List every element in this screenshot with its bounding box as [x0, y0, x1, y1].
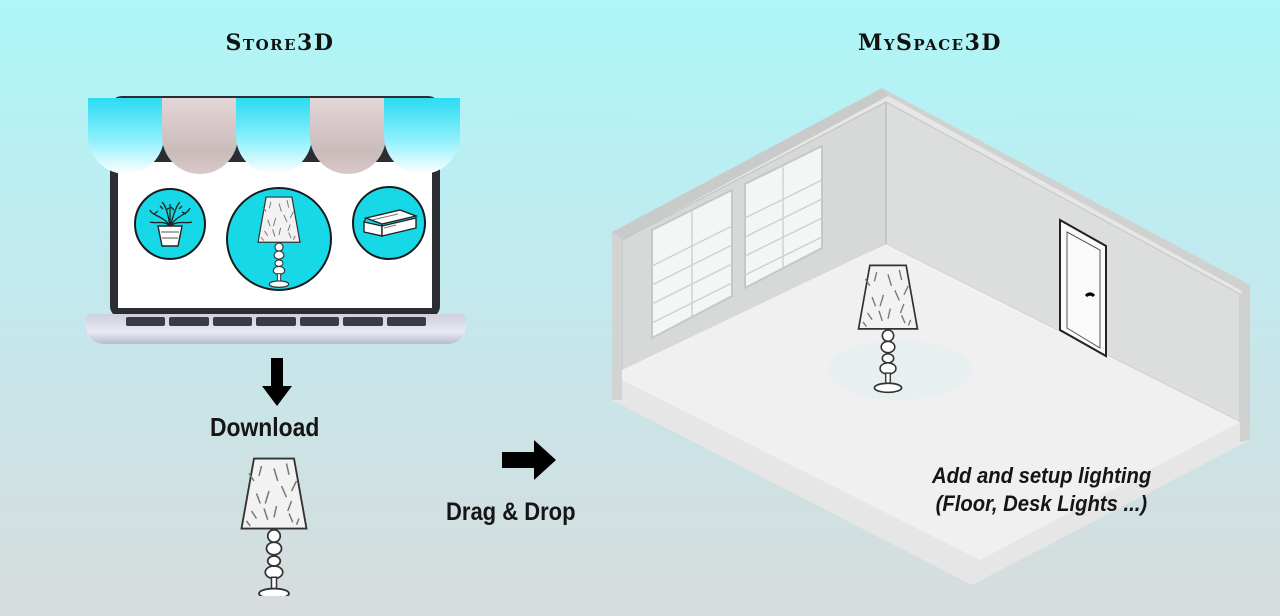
- lamp-icon: [257, 196, 301, 288]
- laptop-keys: [126, 317, 426, 326]
- awning-segment: [162, 98, 238, 174]
- awning-segment: [236, 98, 312, 174]
- sofa-product[interactable]: [352, 186, 426, 260]
- downloaded-lamp-icon: [240, 457, 308, 596]
- plant-product[interactable]: [134, 188, 206, 260]
- myspace3d-title: MySpace3D: [857, 30, 1003, 56]
- plant-icon: [149, 201, 193, 247]
- room-3d-view: [612, 88, 1250, 585]
- download-label: Download: [210, 412, 320, 442]
- placed-lamp-icon[interactable]: [854, 256, 922, 404]
- laptop-storefront: [86, 92, 466, 352]
- down-arrow-icon: [262, 358, 292, 406]
- awning-segment: [88, 98, 164, 174]
- drag-drop-label: Drag & Drop: [446, 498, 576, 526]
- awning-segment: [384, 98, 460, 174]
- right-arrow-icon: [502, 440, 556, 480]
- lighting-caption-line2: (Floor, Desk Lights ...): [935, 491, 1148, 516]
- sofa-icon: [363, 209, 419, 237]
- lighting-caption: Add and setup lighting (Floor, Desk Ligh…: [932, 462, 1199, 518]
- lamp-product[interactable]: [226, 187, 332, 291]
- shop-awning: [88, 92, 464, 182]
- store3d-title: Store3D: [225, 30, 335, 56]
- lighting-caption-line1: Add and setup lighting: [932, 463, 1152, 488]
- awning-segment: [310, 98, 386, 174]
